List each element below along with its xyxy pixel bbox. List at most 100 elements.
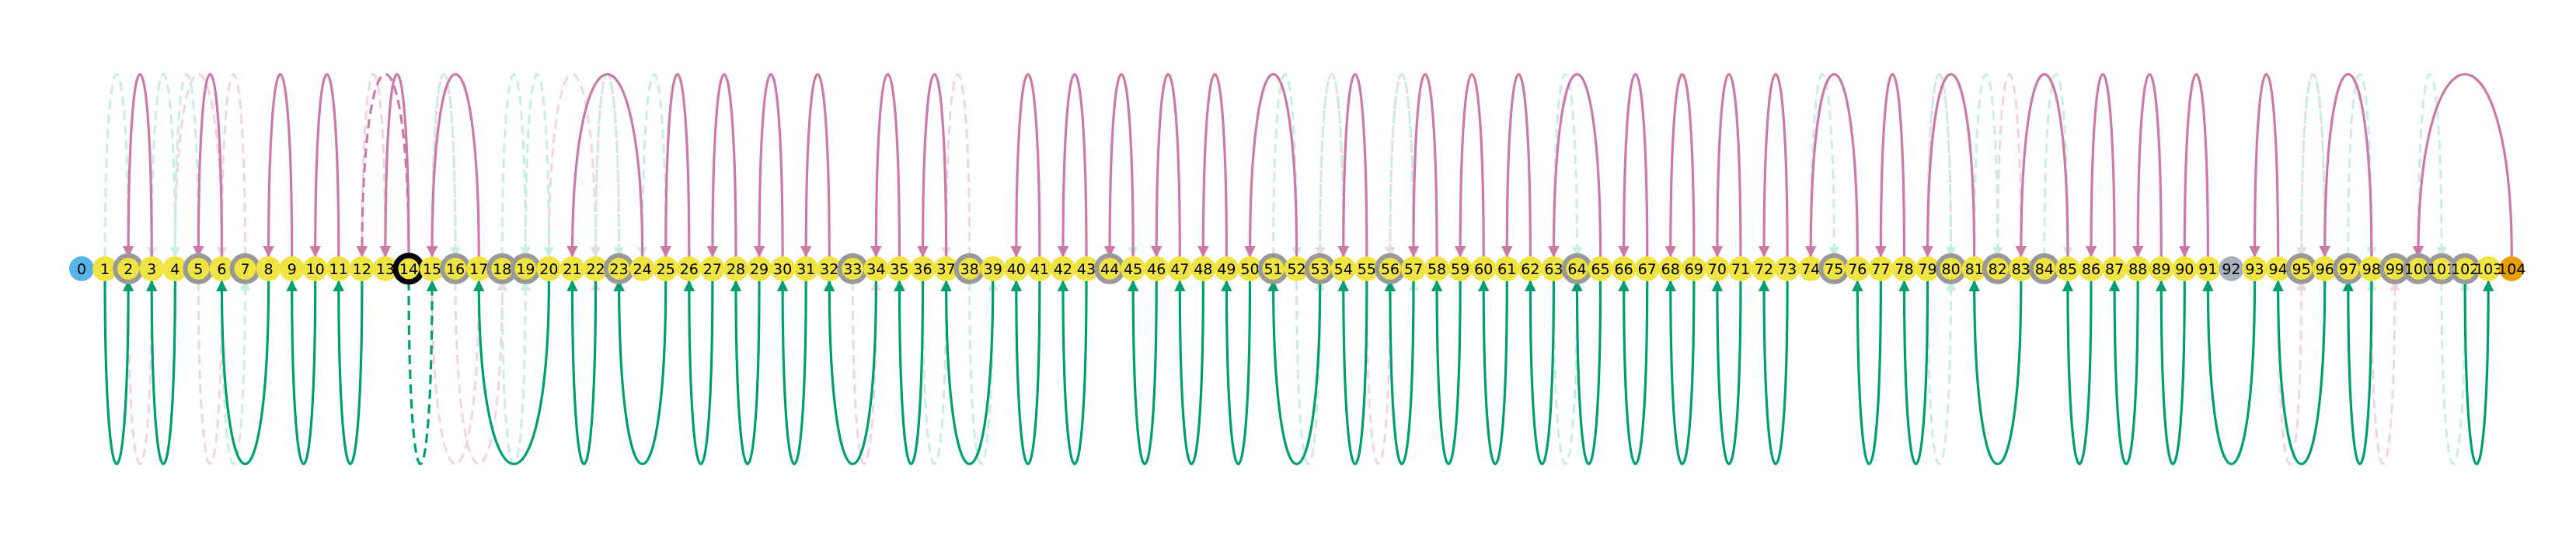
jump-arc-101-to-102 [2440, 280, 2470, 465]
node-94: 94 [2265, 256, 2291, 281]
node-circle-43 [1074, 256, 1100, 281]
node-circle-9 [279, 256, 305, 281]
node-label-33: 33 [843, 261, 862, 278]
jump-arc-96-to-95 [2295, 73, 2327, 258]
node-label-12: 12 [353, 261, 371, 278]
node-label-64: 64 [1567, 261, 1586, 278]
node-label-96: 96 [2316, 261, 2334, 278]
node-label-29: 29 [750, 261, 769, 278]
node-circle-41 [1027, 256, 1052, 281]
node-62: 62 [1518, 256, 1543, 281]
node-65: 65 [1588, 256, 1613, 281]
node-label-32: 32 [820, 261, 838, 278]
jump-arc-63-to-64 [1552, 73, 1583, 258]
node-31: 31 [793, 256, 819, 281]
node-circle-0 [69, 256, 94, 281]
node-68: 68 [1657, 256, 1683, 281]
jump-arc-44-to-45 [1108, 73, 1138, 258]
node-label-104: 104 [2498, 261, 2525, 278]
jump-arc-89-to-88 [2132, 72, 2163, 258]
node-label-8: 8 [264, 261, 274, 278]
node-34: 34 [863, 256, 889, 281]
jump-arc-43-to-42 [1057, 280, 1088, 466]
node-28: 28 [723, 256, 748, 281]
node-circle-17 [466, 256, 492, 281]
node-82: 82 [1982, 253, 2013, 284]
node-9: 9 [279, 256, 305, 281]
jump-arc-71-to-70 [1711, 72, 1742, 258]
node-87: 87 [2102, 256, 2128, 281]
jump-arc-63-to-62 [1525, 280, 1556, 466]
jump-arc-21-to-22 [570, 280, 601, 465]
jump-arc-14-to-12 [356, 73, 410, 258]
node-75: 75 [1818, 253, 1850, 284]
jump-arc-31-to-30 [776, 280, 807, 466]
node-63: 63 [1541, 256, 1567, 281]
jump-arc-43-to-42 [1057, 72, 1088, 258]
node-circle-79 [1915, 256, 1940, 281]
node-label-94: 94 [2268, 261, 2287, 278]
jump-arc-12-to-11 [333, 280, 364, 466]
node-circle-72 [1752, 256, 1777, 281]
node-label-39: 39 [984, 261, 1002, 278]
node-38: 38 [953, 253, 985, 284]
node-103: 103 [2474, 256, 2502, 281]
node-label-10: 10 [306, 261, 325, 278]
jump-arc-56-to-57 [1389, 73, 1419, 258]
jump-arc-69-to-68 [1664, 280, 1696, 466]
node-59: 59 [1448, 256, 1473, 281]
node-circle-98 [2358, 256, 2384, 281]
node-label-13: 13 [376, 261, 395, 278]
node-80: 80 [1935, 253, 1967, 284]
node-label-47: 47 [1170, 261, 1189, 278]
node-46: 46 [1144, 256, 1169, 281]
node-circle-76 [1845, 256, 1870, 281]
node-label-15: 15 [423, 261, 441, 278]
node-52: 52 [1284, 256, 1309, 281]
jump-arc-41-to-40 [1010, 280, 1041, 466]
node-label-24: 24 [633, 261, 652, 278]
node-label-85: 85 [2058, 261, 2077, 278]
node-circle-103 [2476, 256, 2501, 281]
node-16: 16 [440, 253, 472, 284]
node-20: 20 [536, 256, 562, 281]
node-32: 32 [817, 256, 842, 281]
node-label-23: 23 [610, 261, 629, 278]
node-label-92: 92 [2222, 261, 2240, 278]
jump-arc-24-to-21 [566, 73, 644, 258]
node-label-88: 88 [2128, 261, 2147, 278]
jump-arc-94-to-93 [2249, 72, 2280, 258]
node-label-45: 45 [1124, 261, 1142, 278]
node-104: 104 [2498, 256, 2525, 281]
jump-arc-65-to-63 [1548, 73, 1602, 258]
node-label-84: 84 [2035, 261, 2054, 278]
node-23: 23 [603, 253, 635, 284]
jump-arc-6-to-4 [169, 73, 223, 258]
node-label-93: 93 [2245, 261, 2264, 278]
node-label-9: 9 [288, 261, 297, 278]
jump-arc-97-to-98 [2347, 280, 2377, 465]
node-6: 6 [209, 256, 235, 281]
node-label-41: 41 [1030, 261, 1049, 278]
node-label-70: 70 [1708, 261, 1727, 278]
node-39: 39 [980, 256, 1006, 281]
node-label-78: 78 [1895, 261, 1913, 278]
node-13: 13 [372, 256, 398, 281]
node-label-71: 71 [1731, 261, 1750, 278]
jump-arc-38-to-37 [940, 73, 971, 258]
jump-arc-23-to-22 [590, 73, 621, 258]
node-circle-86 [2079, 256, 2104, 281]
node-97: 97 [2332, 253, 2364, 284]
node-78: 78 [1891, 256, 1917, 281]
jump-arc-51-to-52 [1272, 73, 1302, 258]
jump-arc-9-to-8 [263, 72, 294, 258]
node-circle-52 [1284, 256, 1309, 281]
node-circle-12 [349, 256, 375, 281]
jump-arc-81-to-82 [1973, 73, 2003, 258]
jump-arc-6-to-7 [220, 280, 251, 465]
jump-arc-36-to-37 [922, 280, 952, 465]
jump-arc-102-to-103 [2463, 280, 2494, 465]
jump-arc-81-to-79 [1922, 73, 1976, 258]
